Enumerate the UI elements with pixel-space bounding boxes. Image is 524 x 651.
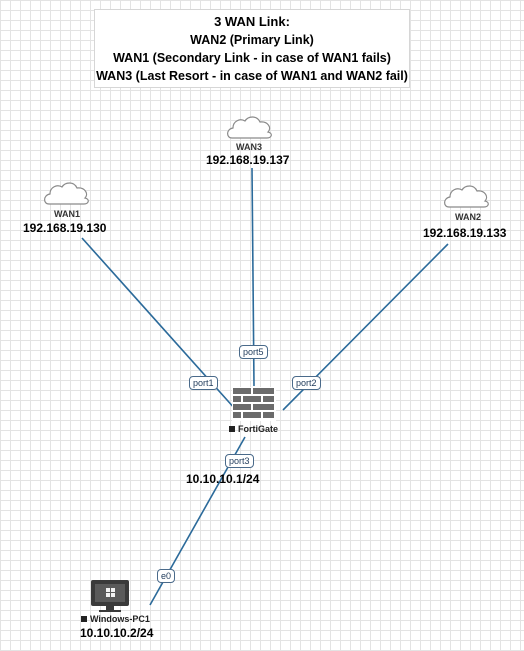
cloud-icon[interactable] (44, 182, 89, 205)
cloud-icon[interactable] (227, 116, 272, 139)
wan3-ip: 192.168.19.137 (206, 153, 290, 167)
e0-label[interactable]: e0 (157, 569, 176, 583)
pc-name: Windows-PC1 (81, 614, 150, 624)
port3-label[interactable]: port3 (225, 454, 254, 468)
wan3-name: WAN3 (236, 142, 263, 152)
pc-ip: 10.10.10.2/24 (80, 626, 154, 640)
title-line-4: WAN3 (Last Resort - in case of WAN1 and … (96, 69, 408, 83)
wan2-ip: 192.168.19.133 (423, 226, 507, 240)
status-square-icon (81, 616, 87, 622)
port1-label[interactable]: port1 (189, 376, 218, 390)
wan1-ip: 192.168.19.130 (23, 221, 107, 235)
fortigate-lan-ip: 10.10.10.1/24 (186, 472, 260, 486)
port2-label[interactable]: port2 (292, 376, 321, 390)
port5-label[interactable]: port5 (239, 345, 268, 359)
fortigate-name-text: FortiGate (238, 424, 279, 434)
fortigate-name: FortiGate (229, 424, 278, 434)
title-line-2: WAN2 (Primary Link) (190, 33, 314, 47)
title-line-1: 3 WAN Link: (214, 14, 290, 29)
wan2-name: WAN2 (455, 212, 482, 222)
wan1-name: WAN1 (54, 209, 81, 219)
computer-icon[interactable] (91, 580, 129, 612)
status-square-icon (229, 426, 235, 432)
diagram-title-box: 3 WAN Link: WAN2 (Primary Link) WAN1 (Se… (94, 9, 410, 88)
title-line-3: WAN1 (Secondary Link - in case of WAN1 f… (113, 51, 391, 65)
pc-name-text: Windows-PC1 (90, 614, 150, 624)
cloud-icon[interactable] (444, 185, 489, 208)
firewall-icon[interactable] (232, 387, 276, 421)
